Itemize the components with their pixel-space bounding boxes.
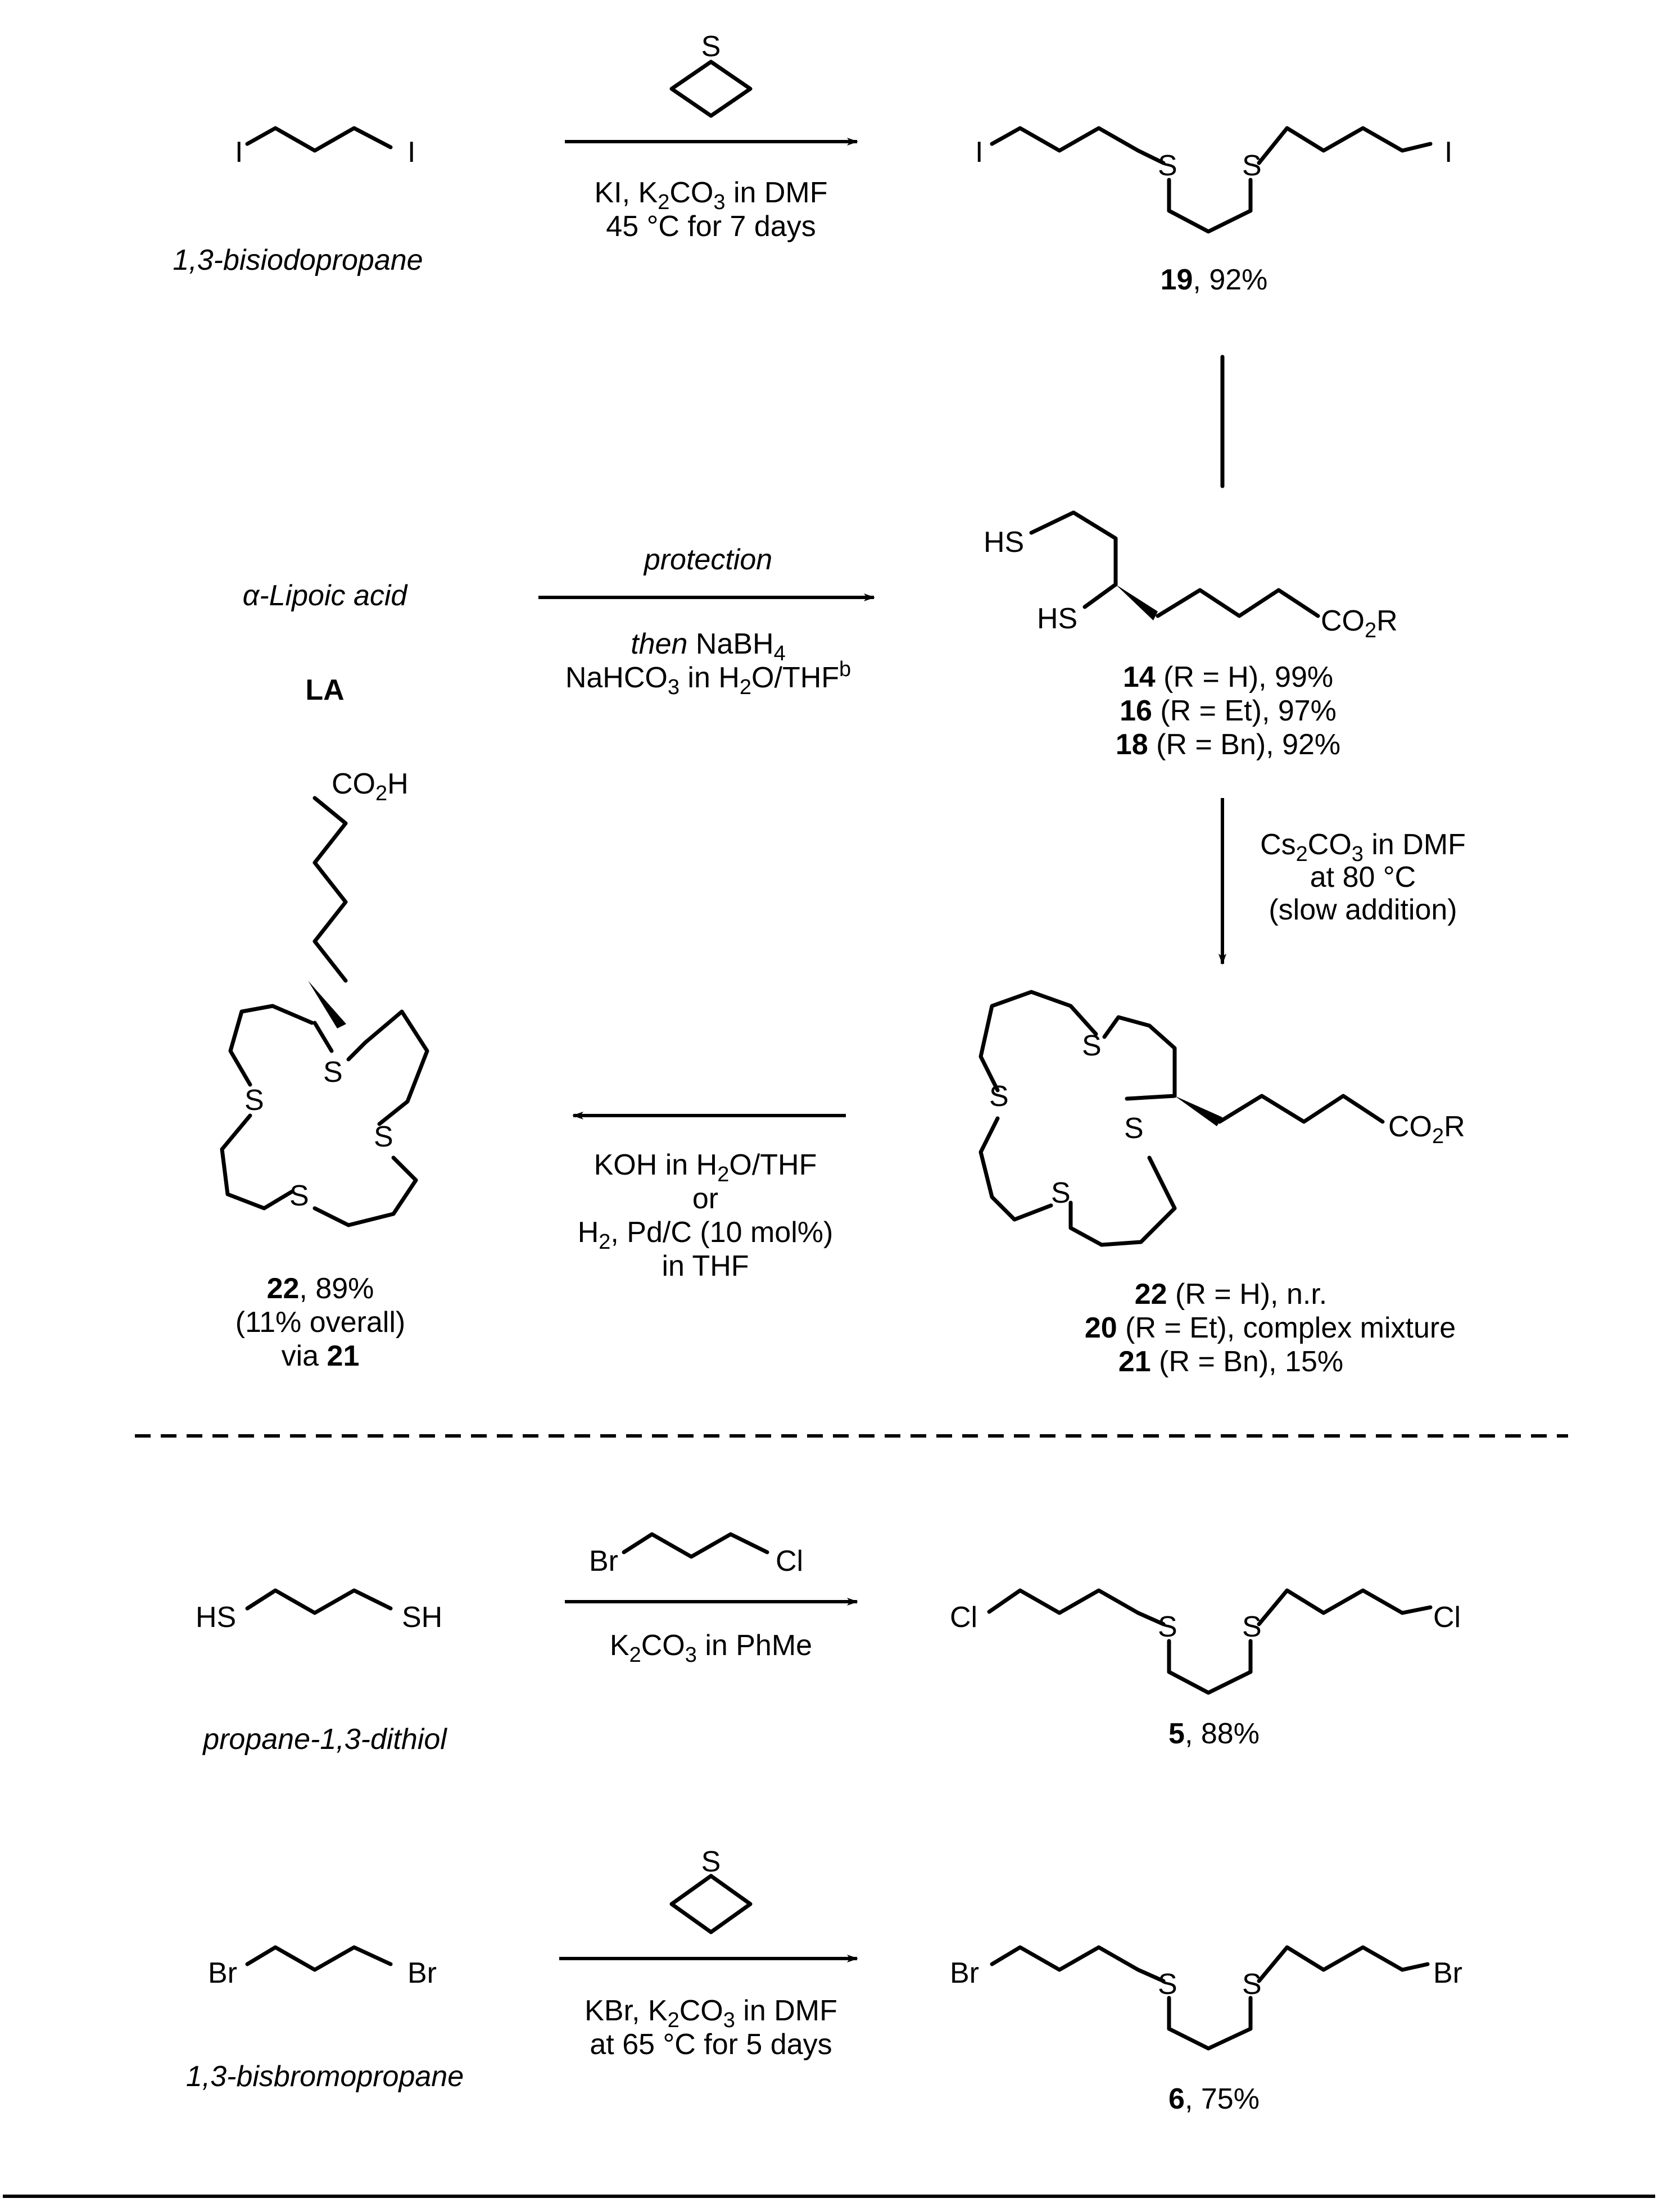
compound-5-label: 5, 88% <box>1168 1717 1260 1750</box>
deprotection-conditions-3: H2, Pd/C (10 mol%) <box>578 1216 833 1254</box>
propanedithiol-structure: HS SH <box>196 1588 442 1634</box>
svg-text:I: I <box>975 136 983 169</box>
compound-6-label: 6, 75% <box>1168 2083 1260 2115</box>
macrocycle-ester-structure: S S S S CO2R <box>979 990 1465 1247</box>
svg-text:CO2R: CO2R <box>1388 1110 1465 1148</box>
compound-19-structure: I S S I <box>975 126 1452 234</box>
svg-text:I: I <box>407 136 415 169</box>
bisiodopropane-name: 1,3-bisiodopropane <box>173 244 423 276</box>
svg-text:I: I <box>1444 136 1452 169</box>
cyclization-conditions-1: Cs2CO3 in DMF <box>1260 828 1466 866</box>
svg-text:Br: Br <box>1433 1957 1462 1989</box>
compound-22-overall-yield: (11% overall) <box>235 1306 405 1339</box>
thietane-reagent-1: S <box>669 30 753 118</box>
svg-text:S: S <box>1158 1611 1177 1643</box>
svg-text:S: S <box>1124 1112 1144 1145</box>
compound-20-label: 20 (R = Et), complex mixture <box>1085 1312 1456 1344</box>
svg-text:SH: SH <box>402 1601 442 1634</box>
svg-text:S: S <box>1242 1611 1262 1643</box>
svg-text:S: S <box>701 1846 721 1878</box>
reaction4-conditions-1: KBr, K2CO3 in DMF <box>585 1995 837 2032</box>
compound-16-label: 16 (R = Et), 97% <box>1120 695 1337 727</box>
compound-22-via: via 21 <box>282 1340 360 1372</box>
svg-text:Br: Br <box>208 1957 237 1989</box>
bisiodopropane-structure: I I <box>235 126 415 169</box>
svg-text:Cl: Cl <box>1433 1601 1461 1634</box>
compound-22-label: 22, 89% <box>267 1272 374 1305</box>
svg-text:HS: HS <box>984 526 1024 559</box>
deprotection-conditions-2: or <box>692 1182 718 1215</box>
compound-21-label: 21 (R = Bn), 15% <box>1118 1345 1343 1378</box>
reaction4-conditions-2: at 65 °C for 5 days <box>590 2028 832 2061</box>
macrocycle-acid-22-structure: S S S S CO2H <box>220 768 429 1227</box>
compound-6-structure: Br S S Br <box>950 1945 1462 2051</box>
compound-19-label: 19, 92% <box>1161 264 1268 296</box>
reaction1-conditions-1: KI, K2CO3 in DMF <box>595 176 828 214</box>
svg-text:I: I <box>235 136 243 169</box>
svg-text:Cl: Cl <box>776 1545 803 1578</box>
svg-text:S: S <box>323 1056 343 1089</box>
dithiol-14-structure: HS HS CO2R <box>984 510 1398 642</box>
svg-text:Br: Br <box>589 1545 618 1578</box>
deprotection-conditions-1: KOH in H2O/THF <box>594 1149 817 1186</box>
compound-22-ester-label: 22 (R = H), n.r. <box>1135 1278 1327 1311</box>
lipoic-acid-name: α-Lipoic acid <box>243 579 409 612</box>
svg-text:HS: HS <box>196 1601 236 1634</box>
svg-text:S: S <box>701 30 721 63</box>
compound-14-label: 14 (R = H), 99% <box>1123 661 1333 693</box>
compound-5-structure: Cl S S Cl <box>950 1588 1461 1695</box>
bisbromopropane-name: 1,3-bisbromopropane <box>186 2060 464 2093</box>
svg-text:S: S <box>1051 1177 1071 1209</box>
svg-text:HS: HS <box>1037 602 1077 635</box>
svg-text:S: S <box>289 1180 309 1212</box>
svg-text:S: S <box>989 1080 1009 1113</box>
svg-text:S: S <box>1242 1968 1262 2001</box>
svg-text:S: S <box>374 1121 393 1153</box>
svg-text:Br: Br <box>950 1957 979 1989</box>
svg-text:S: S <box>1242 149 1262 182</box>
bisbromopropane-structure: Br Br <box>208 1945 437 1989</box>
cyclization-conditions-2: at 80 °C <box>1310 861 1416 894</box>
compound-18-label: 18 (R = Bn), 92% <box>1116 728 1340 761</box>
propanedithiol-name: propane-1,3-dithiol <box>202 1723 447 1756</box>
reaction2-protection: protection <box>643 543 772 576</box>
reaction2-solvent: NaHCO3 in H2O/THFb <box>565 658 851 699</box>
svg-text:S: S <box>1158 149 1177 182</box>
reaction1-conditions-2: 45 °C for 7 days <box>606 210 816 243</box>
deprotection-conditions-4: in THF <box>662 1250 749 1282</box>
thietane-reagent-2: S <box>669 1846 753 1934</box>
svg-text:CO2H: CO2H <box>332 768 409 805</box>
svg-text:Cl: Cl <box>950 1601 977 1634</box>
svg-text:S: S <box>1082 1030 1102 1062</box>
svg-text:S: S <box>1158 1968 1177 2001</box>
svg-text:Br: Br <box>407 1957 437 1989</box>
bromochloropropane-reagent: Br Cl <box>589 1532 803 1578</box>
svg-text:S: S <box>244 1084 264 1117</box>
cyclization-conditions-3: (slow addition) <box>1269 894 1457 926</box>
svg-text:CO2R: CO2R <box>1321 605 1398 642</box>
reaction3-conditions: K2CO3 in PhMe <box>610 1629 812 1667</box>
lipoic-acid-abbreviation: LA <box>305 674 344 706</box>
reaction2-reduction: then NaBH4 <box>631 628 786 665</box>
